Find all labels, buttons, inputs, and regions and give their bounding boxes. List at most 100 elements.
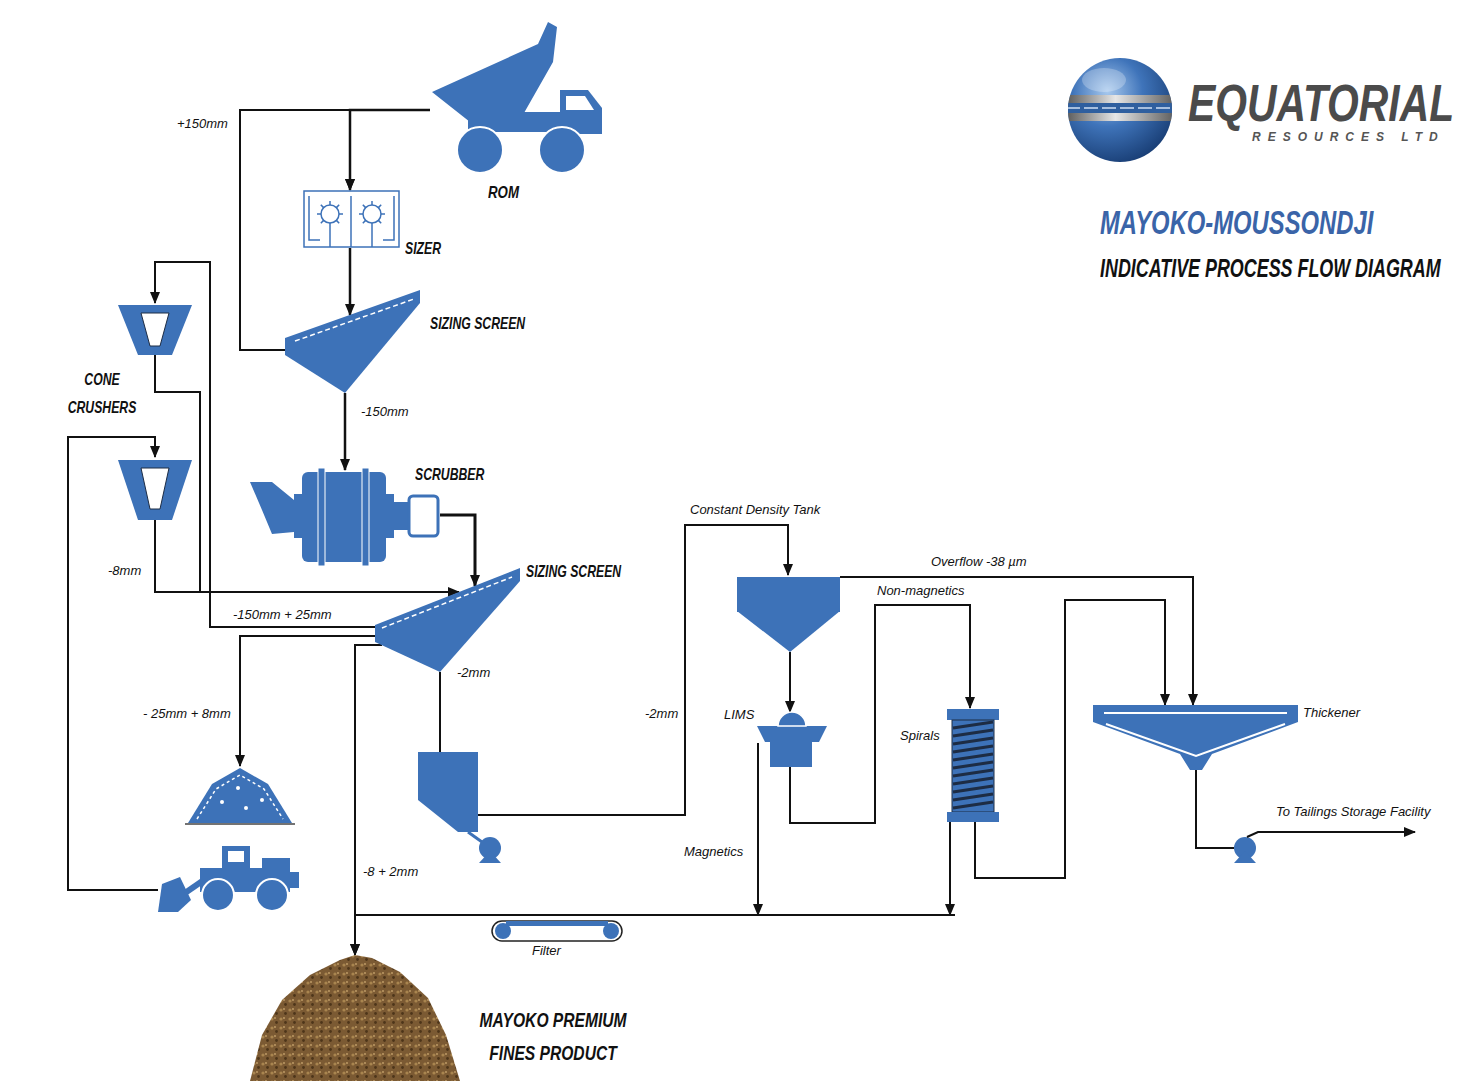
sizer: SIZER bbox=[303, 190, 400, 248]
density-tank-icon bbox=[737, 575, 840, 652]
belt-filter-icon bbox=[492, 921, 622, 941]
scrubber-icon bbox=[248, 462, 440, 567]
sizer-icon bbox=[329, 227, 331, 247]
lims-separator-icon bbox=[770, 742, 812, 767]
scrubber-icon bbox=[362, 468, 369, 566]
sizer-icon bbox=[321, 205, 339, 223]
sizer-icon bbox=[378, 220, 381, 223]
feed-hopper-and-pump bbox=[479, 851, 501, 863]
flow-line bbox=[349, 248, 352, 315]
company-logo-globe bbox=[1066, 107, 1176, 109]
product-stockpile-icon bbox=[250, 955, 460, 1081]
lims-separator-icon bbox=[778, 712, 806, 726]
equipment-label: Filter bbox=[532, 944, 561, 959]
flow-label: - 25mm + 8mm bbox=[143, 707, 231, 722]
sizer-icon bbox=[309, 196, 320, 240]
intermediate-stockpile bbox=[260, 798, 264, 802]
spirals-icon bbox=[947, 709, 999, 720]
sizer-icon bbox=[371, 227, 373, 247]
stockpile-feed-line bbox=[240, 636, 375, 766]
thickener-icon bbox=[1093, 705, 1298, 770]
company-suffix: RESOURCES LTD bbox=[1252, 131, 1445, 145]
sizing-screen-icon bbox=[295, 299, 414, 341]
cone-crushers: CONE CRUSHERS bbox=[65, 303, 195, 523]
company-logo-globe bbox=[1082, 68, 1126, 92]
flow-line bbox=[355, 915, 955, 955]
belt-filter: Filter bbox=[490, 915, 955, 945]
sizer-icon bbox=[329, 223, 331, 227]
haul-truck: ROM bbox=[430, 20, 605, 180]
flow-label: -150mm bbox=[360, 405, 410, 420]
sizer-icon bbox=[378, 205, 381, 208]
flow-line bbox=[840, 577, 1193, 705]
equipment-label: SCRUBBER bbox=[415, 465, 484, 485]
flow-line bbox=[155, 262, 375, 627]
belt-filter-icon bbox=[506, 921, 608, 926]
cone-crushers-icon bbox=[118, 460, 192, 520]
scrubber-icon bbox=[250, 468, 438, 566]
cone-crushers-icon bbox=[141, 313, 169, 346]
haul-truck-icon bbox=[432, 22, 557, 122]
scrubber-icon bbox=[394, 502, 408, 530]
spirals-icon bbox=[953, 738, 993, 744]
flow-line bbox=[975, 600, 1165, 878]
spirals-icon bbox=[947, 709, 999, 822]
spirals-icon bbox=[953, 754, 993, 760]
equipment-label: CONE CRUSHERS bbox=[66, 366, 138, 422]
feed-hopper-and-pump bbox=[418, 752, 501, 863]
flow-line bbox=[790, 605, 970, 823]
front-loader bbox=[202, 879, 234, 911]
haul-truck-icon bbox=[539, 127, 585, 173]
flow-label: Overflow -38 µm bbox=[930, 555, 1028, 570]
intermediate-stockpile bbox=[185, 823, 295, 825]
thickener: Thickener bbox=[1093, 705, 1299, 772]
product-stockpile: MAYOKO PREMIUM FINES PRODUCT bbox=[250, 955, 460, 1081]
diagram-title: MAYOKO-MOUSSONDJI bbox=[1100, 203, 1373, 242]
flow-label: -2mm bbox=[645, 707, 678, 722]
spirals-icon bbox=[953, 802, 993, 808]
flow-line bbox=[344, 393, 347, 470]
equipment-label: SIZING SCREEN bbox=[526, 562, 621, 582]
spirals-icon bbox=[952, 720, 994, 812]
equipment-label: SIZER bbox=[405, 239, 441, 259]
spirals: Spirals bbox=[946, 708, 1000, 822]
sizer-icon bbox=[304, 191, 399, 247]
spirals-icon bbox=[953, 762, 993, 768]
density-tank-icon bbox=[737, 577, 840, 652]
flow-label: -8mm bbox=[107, 564, 142, 579]
destination-label: To Tailings Storage Facility bbox=[1276, 805, 1430, 820]
flow-line bbox=[789, 652, 791, 712]
sizer-icon bbox=[350, 196, 352, 247]
equipment-label: Spirals bbox=[900, 729, 940, 744]
intermediate-stockpile bbox=[185, 768, 295, 824]
sizer-icon bbox=[336, 205, 339, 208]
lims-separator-icon bbox=[755, 712, 827, 767]
sizer-icon bbox=[336, 220, 339, 223]
equipment-label: ROM bbox=[488, 183, 519, 203]
intermediate-stockpile bbox=[188, 768, 292, 823]
intermediate-stockpile bbox=[236, 786, 240, 790]
sizing-screen: SIZING SCREEN bbox=[372, 565, 522, 675]
scrubber-icon bbox=[302, 472, 386, 562]
sizer-icon bbox=[371, 223, 373, 227]
cone-crushers-icon bbox=[118, 305, 192, 355]
cone-crushers-icon bbox=[141, 468, 169, 509]
scrubber-icon bbox=[318, 468, 325, 566]
intermediate-stockpile bbox=[220, 800, 224, 804]
company-logo-globe bbox=[1066, 103, 1176, 113]
scrubber-icon bbox=[294, 494, 302, 538]
sizer-icon bbox=[339, 213, 343, 215]
equipment-label: LIMS bbox=[724, 708, 754, 723]
sizer-icon bbox=[363, 205, 381, 223]
tailings-line-and-pump bbox=[1234, 851, 1256, 863]
density-tank: Constant Density Tank bbox=[737, 575, 840, 652]
flow-label: -8 + 2mm bbox=[362, 865, 419, 880]
sizing-screen-icon bbox=[372, 565, 522, 675]
company-logo-globe bbox=[1066, 95, 1176, 121]
lims-separator: LIMS bbox=[755, 712, 827, 767]
stockpile-feed-line bbox=[240, 636, 375, 766]
haul-truck-icon bbox=[566, 96, 594, 110]
